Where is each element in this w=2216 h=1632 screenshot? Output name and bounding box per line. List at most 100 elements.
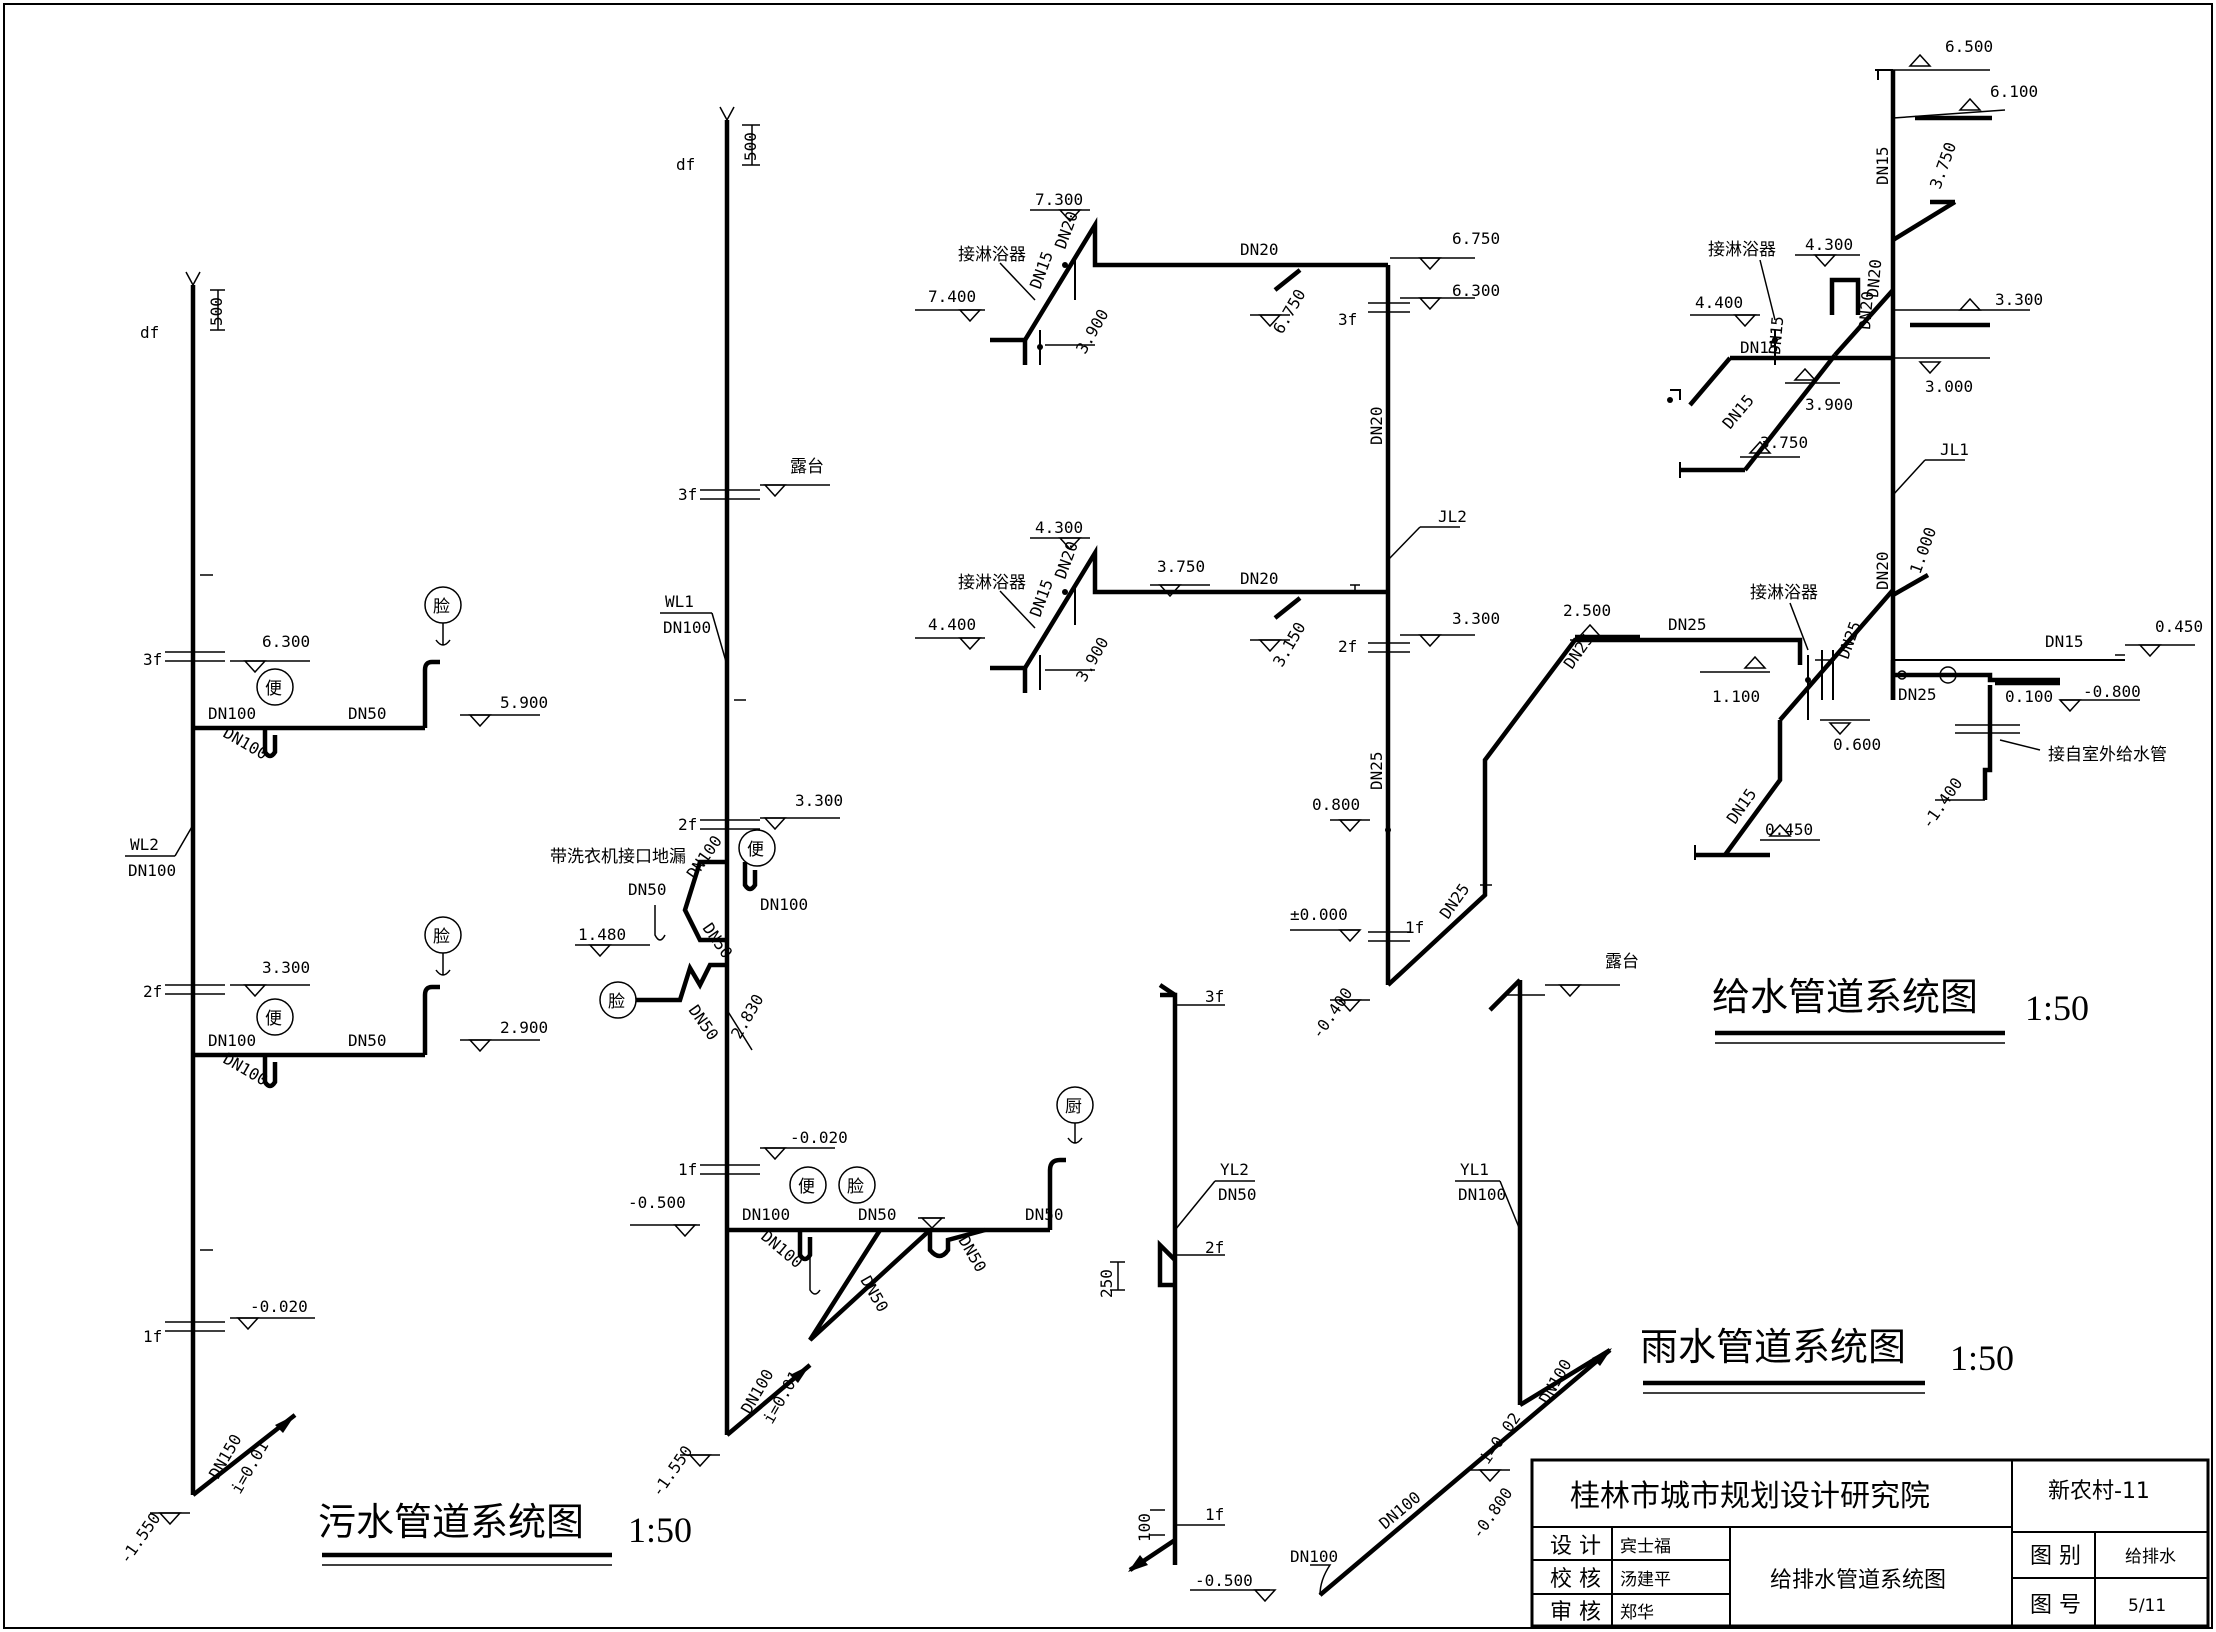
jl1-shower2-label: 接淋浴器 — [1750, 583, 1818, 603]
designer-name: 宾士福 — [1620, 1537, 1671, 1557]
jl2-dn25-top: DN25 — [1668, 615, 1707, 634]
jl1-elev-6500: 6.500 — [1945, 37, 1993, 56]
wl1-dn100-a: DN100 — [683, 832, 726, 882]
jl1-elev-6100: 6.100 — [1990, 82, 2038, 101]
project-name: 新农村-11 — [2048, 1479, 2150, 1504]
jl1-elev-0450-b: 0.450 — [1765, 820, 1813, 839]
jl1-elev-3900: 3.900 — [1805, 395, 1853, 414]
jl2-elev-3750: 3.750 — [1157, 557, 1205, 576]
yl2-id: YL2 — [1220, 1160, 1249, 1179]
jl2-shower-label: 接淋浴器 — [958, 245, 1026, 265]
wl2-toilet-3f: 便 — [265, 679, 282, 699]
wl2-dn100-a: DN100 — [208, 704, 256, 723]
wl2-vent-dim: 500 — [207, 297, 226, 326]
number-label: 图 号 — [2030, 1593, 2081, 1618]
jl1-elev-1400: -1.400 — [1918, 774, 1967, 832]
jl2-2f-label: 2f — [1338, 637, 1357, 656]
jl2-dn15-b: DN15 — [1026, 577, 1057, 620]
jl2-elev-0800: 0.800 — [1312, 795, 1360, 814]
supply-title: 给水管道系统图 — [1712, 975, 1978, 1019]
jl1-dn15-a: DN15 — [1765, 315, 1787, 355]
jl1-id: JL1 — [1940, 440, 1969, 459]
jl1-elev-0800: -0.800 — [2083, 682, 2141, 701]
wl2-elev-2900: 2.900 — [500, 1018, 548, 1037]
jl2-elev-4300: 4.300 — [1035, 518, 1083, 537]
wl1-dn100-c: DN100 — [742, 1205, 790, 1224]
wl1-system: df 500 3f 露台 WL1 DN100 2f 3.300 带洗衣机接口地漏… — [550, 106, 1094, 1500]
wl2-elev-5900: 5.900 — [500, 693, 548, 712]
yl1-terrace: 露台 — [1605, 952, 1639, 972]
jl2-dn20-mid: DN20 — [1240, 569, 1279, 588]
yl1-id: YL1 — [1460, 1160, 1489, 1179]
wl1-2f-label: 2f — [678, 815, 697, 834]
jl1-elev-4300: 4.300 — [1805, 235, 1853, 254]
yl2-system: 3f YL2 DN50 2f 250 1f 100 -0.500 — [1097, 983, 1277, 1603]
jl1-dn15-b: DN15 — [1740, 338, 1779, 357]
jl1-dn15-c: DN15 — [1719, 391, 1758, 433]
jl2-id: JL2 — [1438, 507, 1467, 526]
wl1-dn50-d: DN50 — [858, 1205, 897, 1224]
category-label: 图 别 — [2030, 1544, 2081, 1569]
wl2-df-label: df — [140, 323, 159, 342]
jl2-elev-3900-b: 3.900 — [1072, 634, 1113, 685]
jl1-elev-1000: 1.000 — [1906, 525, 1940, 577]
jl2-elev-6750-a: 6.750 — [1269, 286, 1310, 337]
jl1-elev-3000: 3.000 — [1925, 377, 1973, 396]
jl1-dn25-b: DN25 — [1898, 685, 1937, 704]
jl1-elev-0600: 0.600 — [1833, 735, 1881, 754]
wl2-out-elev: -1.550 — [116, 1509, 165, 1567]
jl1-dn25-a: DN25 — [1834, 619, 1865, 662]
wl2-dn50-a: DN50 — [348, 704, 387, 723]
yl1-elev-0800: -0.800 — [1468, 1484, 1517, 1542]
jl2-elev-0400: -0.400 — [1308, 984, 1357, 1042]
supply-scale: 1:50 — [2025, 988, 2089, 1028]
jl1-dn15-d: DN15 — [1723, 785, 1761, 827]
number-value: 5/11 — [2128, 1596, 2166, 1616]
jl1-elev-3300: 3.300 — [1995, 290, 2043, 309]
wl1-dn50-a: DN50 — [628, 880, 667, 899]
jl1-elev-3750: 3.750 — [1926, 140, 1960, 192]
jl2-dn20-v: DN20 — [1367, 406, 1386, 445]
jl2-dn20-top: DN20 — [1240, 240, 1279, 259]
jl2-dn25-v: DN25 — [1367, 751, 1386, 790]
check-label: 校 核 — [1550, 1567, 1601, 1592]
wl1-df-label: df — [676, 155, 695, 174]
jl2-system: 7.300 DN20 DN15 接淋浴器 7.400 3.900 DN20 6.… — [915, 190, 1803, 1042]
jl2-dn15-a: DN15 — [1026, 249, 1057, 292]
checker-name: 汤建平 — [1620, 1570, 1671, 1590]
wl1-dn50-c: DN50 — [685, 1001, 723, 1043]
wl1-dn: DN100 — [663, 618, 711, 637]
wl2-3f-label: 3f — [143, 650, 162, 669]
wl2-elev-0020: -0.020 — [250, 1297, 308, 1316]
jl2-dn20-b: DN20 — [1051, 539, 1082, 582]
yl2-1f-label: 1f — [1205, 1505, 1224, 1524]
jl1-dn20-a: DN20 — [1863, 258, 1885, 298]
rain-scale: 1:50 — [1950, 1338, 2014, 1378]
yl2-elev-0500: -0.500 — [1195, 1571, 1253, 1590]
jl1-shower-label: 接淋浴器 — [1708, 240, 1776, 260]
yl2-dn: DN50 — [1218, 1185, 1257, 1204]
jl1-elev-0450: 0.450 — [2155, 617, 2203, 636]
wl2-2f-label: 2f — [143, 982, 162, 1001]
jl1-dn15-e: DN15 — [2045, 632, 2084, 651]
wl1-3f-label: 3f — [678, 485, 697, 504]
institute-name: 桂林市城市规划设计研究院 — [1570, 1479, 1930, 1514]
rain-title: 雨水管道系统图 — [1640, 1325, 1906, 1369]
jl1-dn20-v: DN20 — [1873, 551, 1892, 590]
review-label: 审 核 — [1550, 1600, 1601, 1625]
sewage-title: 污水管道系统图 — [318, 1500, 584, 1544]
yl2-2f-label: 2f — [1205, 1238, 1224, 1257]
wl2-1f-label: 1f — [143, 1327, 162, 1346]
wl1-toilet-1f: 便 — [798, 1177, 815, 1197]
jl2-elev-0000: ±0.000 — [1290, 905, 1348, 924]
wl2-system: df 500 3f 6.300 DN100 DN100 DN50 便 脸 5.9… — [116, 271, 548, 1567]
jl2-elev-7400: 7.400 — [928, 287, 976, 306]
wl1-toilet-2f: 便 — [747, 840, 764, 860]
wl2-id: WL2 — [130, 835, 159, 854]
jl2-dn25-b: DN25 — [1436, 880, 1474, 922]
wl1-elev-1480: 1.480 — [578, 925, 626, 944]
jl2-shower2-label: 接淋浴器 — [958, 573, 1026, 593]
category-value: 给排水 — [2125, 1547, 2176, 1567]
